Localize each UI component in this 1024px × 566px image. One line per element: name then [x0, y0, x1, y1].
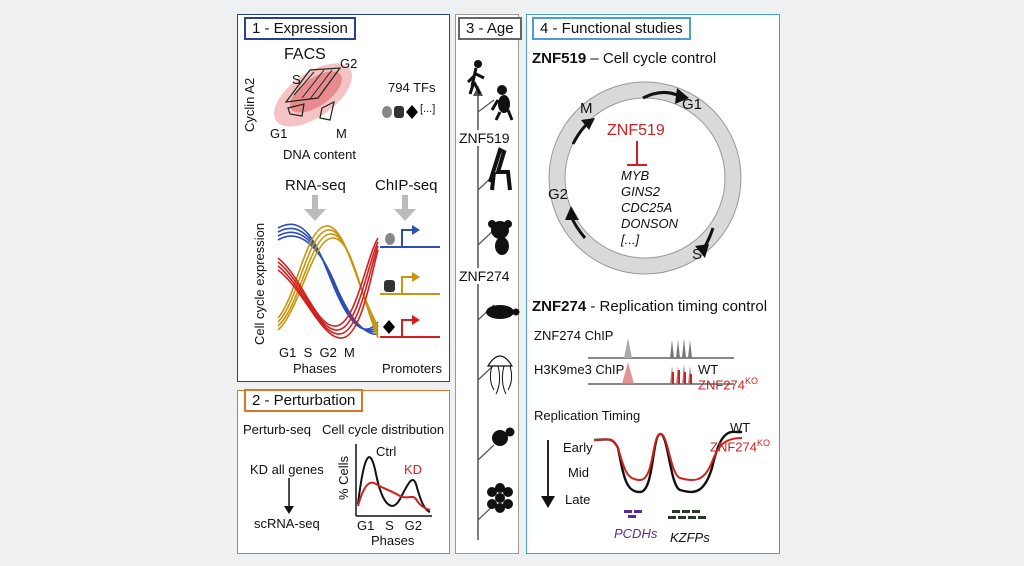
- tfs-label: 794 TFs: [388, 80, 436, 95]
- cyclin-a2-label: Cyclin A2: [242, 77, 257, 132]
- znf274-chip-label: ZNF274 ChIP: [534, 328, 614, 343]
- rt-ko-gene: ZNF274: [710, 439, 757, 455]
- target-gene: CDC25A: [621, 200, 673, 215]
- facs-m-label: M: [336, 126, 347, 141]
- chip-ko-label: ZNF274KO: [698, 376, 758, 392]
- chipseq-label: ChIP-seq: [375, 177, 438, 194]
- target-gene: DONSON: [621, 216, 679, 231]
- perturb-arrow: [284, 478, 294, 514]
- rt-arrow: [541, 440, 555, 508]
- chip-ko-sup: KO: [744, 376, 758, 386]
- target-gene: [...]: [621, 232, 640, 247]
- promoters-label: Promoters: [382, 361, 442, 376]
- facs-label: FACS: [284, 46, 326, 63]
- panel-expression-title: 1 - Expression: [244, 17, 356, 40]
- promoters-diagram: [380, 225, 440, 338]
- distribution-plot: [355, 444, 432, 517]
- distribution-xlabel: Phases: [371, 533, 415, 548]
- facs-plot: [274, 63, 352, 127]
- cycle-g1-label: G1: [682, 96, 703, 113]
- replication-timing-curves: [593, 430, 743, 494]
- phylogeny-tree: [466, 60, 520, 540]
- expression-waves: [277, 223, 379, 339]
- znf519-heading-gene: ZNF519: [532, 50, 587, 67]
- znf274-age-label: ZNF274: [459, 268, 510, 284]
- znf519-heading: ZNF519 – Cell cycle control: [532, 50, 716, 67]
- target-gene: MYB: [621, 168, 650, 183]
- panel-functional-title: 4 - Functional studies: [532, 17, 691, 40]
- cycle-s-label: S: [692, 246, 703, 263]
- facs-s-label: S: [292, 72, 301, 87]
- target-gene-list: MYB GINS2 CDC25A DONSON [...]: [621, 168, 678, 248]
- chip-wt-label: WT: [698, 362, 719, 377]
- znf519-age-label: ZNF519: [459, 130, 510, 146]
- panel-age-title: 3 - Age: [458, 17, 522, 40]
- cell-cycle-ring: [548, 81, 742, 275]
- distribution-ticks: G1 S G2: [357, 518, 423, 533]
- tf-shapes: [382, 105, 418, 119]
- kd-label: KD: [404, 462, 423, 477]
- phases-label: Phases: [293, 361, 337, 376]
- znf274-heading-text: - Replication timing control: [586, 298, 768, 315]
- rt-mid-label: Mid: [568, 465, 589, 480]
- panel-perturbation: [237, 390, 450, 554]
- tfs-more: [...]: [420, 103, 436, 115]
- rt-wt-label: WT: [730, 420, 751, 435]
- kzfp-label: KZFPs: [670, 530, 710, 545]
- perturbseq-label: Perturb-seq: [243, 422, 311, 437]
- h3k9me3-chip-label: H3K9me3 ChIP: [534, 362, 625, 377]
- pcdh-label: PCDHs: [614, 526, 658, 541]
- expression-ylabel: Cell cycle expression: [252, 222, 267, 345]
- inhibition-mark: [627, 141, 647, 166]
- cycle-m-label: M: [580, 100, 593, 117]
- dna-content-label: DNA content: [283, 147, 356, 162]
- target-gene: GINS2: [621, 184, 661, 199]
- facs-g1-label: G1: [270, 126, 288, 141]
- rt-ko-label: ZNF274KO: [710, 438, 770, 454]
- rnaseq-label: RNA-seq: [285, 177, 346, 194]
- down-arrows: [304, 195, 416, 221]
- cycle-g2-label: G2: [548, 186, 569, 203]
- znf274-heading: ZNF274 - Replication timing control: [532, 298, 767, 315]
- rt-early-label: Early: [563, 440, 593, 455]
- replication-timing-title: Replication Timing: [534, 408, 641, 423]
- ctrl-label: Ctrl: [376, 444, 397, 459]
- gene-cluster-marks: [624, 510, 706, 519]
- phases-ticks: G1 S G2 M: [279, 345, 355, 360]
- cell-cycle-distribution-label: Cell cycle distribution: [322, 422, 445, 437]
- scrnaseq-label: scRNA-seq: [254, 516, 320, 531]
- panel-perturbation-title: 2 - Perturbation: [244, 389, 364, 412]
- rt-late-label: Late: [565, 492, 591, 507]
- kd-all-genes-label: KD all genes: [250, 462, 324, 477]
- znf274-heading-gene: ZNF274: [532, 298, 587, 315]
- rt-ko-sup: KO: [756, 438, 770, 448]
- chip-ko-gene: ZNF274: [698, 377, 745, 393]
- znf519-heading-text: – Cell cycle control: [586, 50, 717, 67]
- chip-tracks: [588, 338, 734, 385]
- facs-g2-label: G2: [340, 56, 358, 71]
- znf519-center-label: ZNF519: [607, 122, 665, 139]
- pct-cells-label: % Cells: [336, 455, 351, 500]
